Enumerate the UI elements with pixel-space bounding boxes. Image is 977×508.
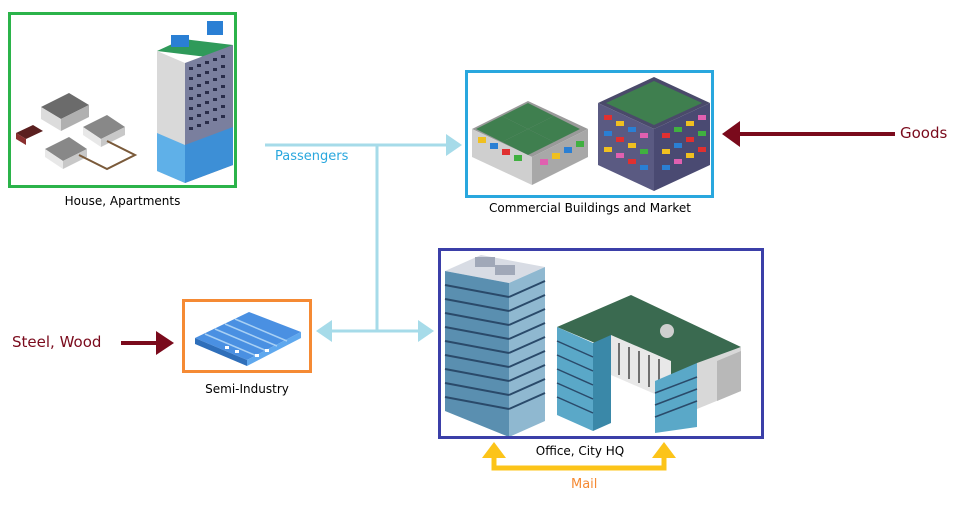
office-label: Office, City HQ [470, 444, 690, 458]
industry-box [182, 299, 312, 373]
commercial-box [465, 70, 714, 198]
passengers-arrowhead-office [418, 320, 434, 342]
goods-arrowhead [722, 121, 740, 147]
residential-box [8, 12, 237, 188]
mail-arrowhead-right [652, 442, 676, 458]
residential-buildings-illustration [16, 21, 233, 183]
passengers-arrowhead-commercial [446, 134, 462, 156]
commercial-label: Commercial Buildings and Market [489, 201, 691, 215]
office-city-hq-illustration [444, 255, 741, 437]
office-box [438, 248, 764, 439]
steel-wood-arrowhead [156, 331, 174, 355]
goods-label: Goods [900, 124, 948, 142]
steel-wood-label: Steel, Wood [12, 333, 102, 351]
industry-label: Semi-Industry [205, 382, 289, 396]
passengers-label: Passengers [275, 149, 349, 164]
mail-arrowhead-left [482, 442, 506, 458]
mail-line [491, 454, 667, 471]
passengers-arrowhead-industry [316, 320, 332, 342]
semi-industry-illustration [195, 312, 301, 366]
commercial-buildings-illustration [472, 77, 710, 191]
mail-label: Mail [571, 477, 598, 492]
residential-label: House, Apartments [64, 194, 181, 208]
